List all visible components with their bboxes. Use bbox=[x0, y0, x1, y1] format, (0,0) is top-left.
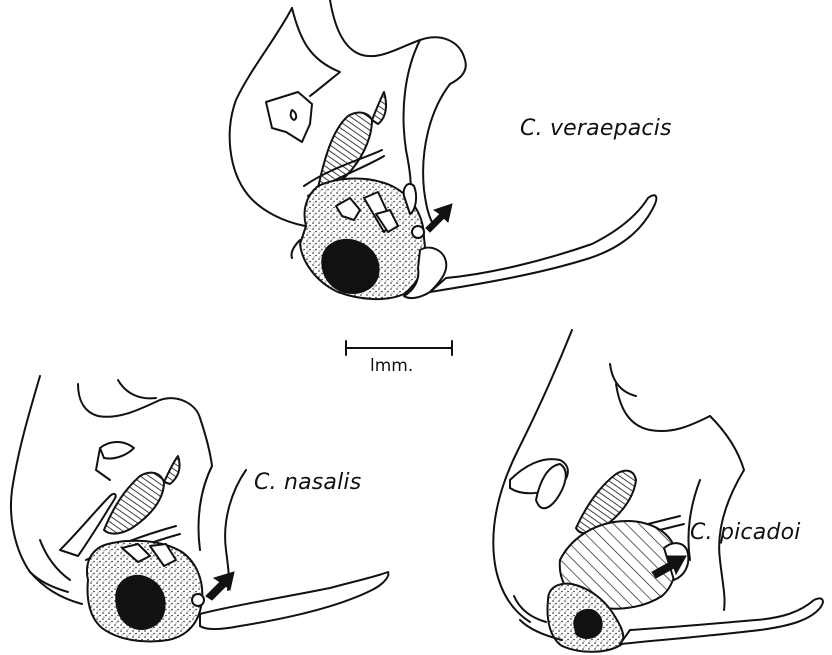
skull-picadoi bbox=[493, 330, 823, 652]
scale-bar-icon bbox=[346, 341, 452, 355]
label-picadoi: C. picadoi bbox=[690, 520, 801, 545]
black-foramen-picadoi bbox=[574, 610, 602, 639]
upper-contour2-veraepacis bbox=[330, 0, 466, 84]
arrow-icon-nasalis bbox=[206, 572, 234, 600]
label-veraepacis: C. veraepacis bbox=[520, 116, 672, 141]
hatched-bone-veraepacis bbox=[318, 113, 372, 189]
label-nasalis: C. nasalis bbox=[254, 470, 361, 495]
braincase-outline-nasalis bbox=[11, 376, 82, 604]
skull-veraepacis bbox=[230, 0, 657, 299]
opening-veraepacis bbox=[266, 92, 312, 142]
skull-nasalis bbox=[11, 376, 388, 642]
scale-bar-label: lmm. bbox=[370, 356, 413, 376]
upper-contour-veraepacis bbox=[292, 8, 340, 96]
